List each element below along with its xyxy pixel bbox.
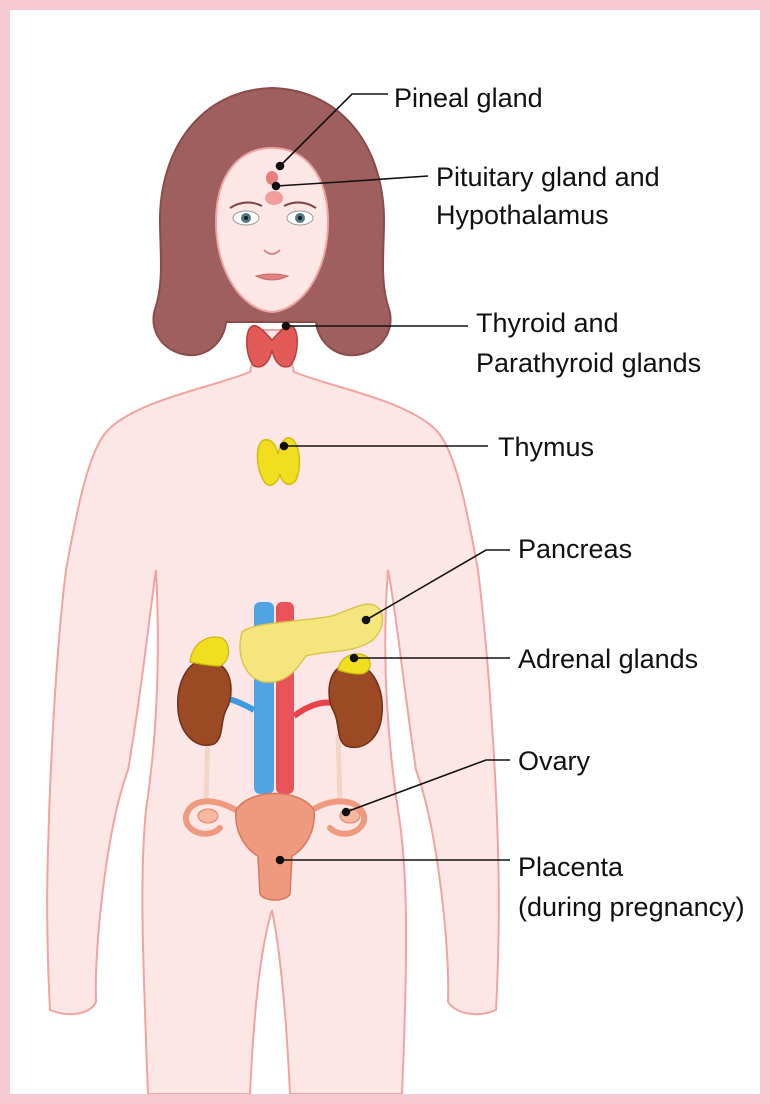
endocrine-system-diagram: Pineal gland Pituitary gland and Hypotha…: [10, 10, 760, 1094]
label-pancreas: Pancreas: [518, 534, 632, 564]
label-pineal: Pineal gland: [394, 83, 543, 113]
label-thyroid-1: Thyroid and: [476, 308, 619, 338]
pituitary-gland: [265, 191, 283, 205]
diagram-frame: Pineal gland Pituitary gland and Hypotha…: [10, 10, 760, 1094]
label-ovary: Ovary: [518, 746, 591, 776]
body-figure: [47, 88, 499, 1094]
label-pituitary-2: Hypothalamus: [436, 200, 609, 230]
label-placenta-2: (during pregnancy): [518, 892, 745, 922]
label-pituitary-1: Pituitary gland and: [436, 162, 660, 192]
label-thyroid-2: Parathyroid glands: [476, 348, 701, 378]
label-adrenal: Adrenal glands: [518, 644, 698, 674]
label-placenta-1: Placenta: [518, 852, 624, 882]
left-ovary: [198, 809, 218, 823]
label-thymus: Thymus: [498, 432, 594, 462]
